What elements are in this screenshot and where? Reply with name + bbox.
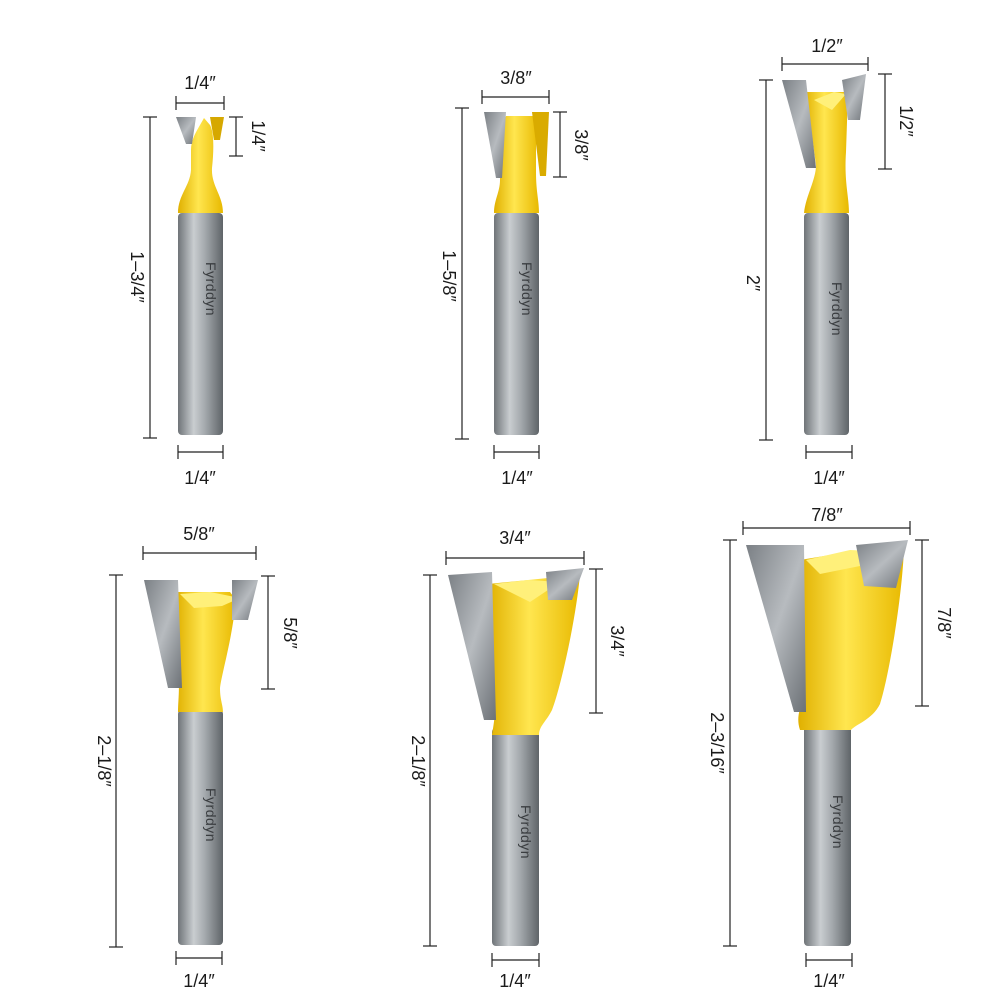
bit-5-shank: Fyrddyn [492,728,539,946]
bit-5-length-dim: 2–1/8″ [408,574,437,947]
bit-2-cutter [484,112,549,213]
bit-1-shank-dim: 1/4″ [177,445,224,488]
bit-1-length-label: 1–3/4″ [127,251,147,303]
bit-3-brand: Fyrddyn [829,282,845,336]
bit-1-width-dim: 1/4″ [175,73,225,110]
bit-3-height-label: 1/2″ [896,105,916,137]
bit-1-width-label: 1/4″ [184,73,216,93]
bit-6: Fyrddyn 7/8″ 7/8″ 2–3/16″ [707,505,954,991]
bit-3-width-dim: 1/2″ [781,36,869,71]
bit-2-height-label: 3/8″ [571,129,591,161]
bit-3-height-dim: 1/2″ [878,73,916,170]
bit-6-length-label: 2–3/16″ [707,712,727,774]
bit-4-shank-label: 1/4″ [183,971,215,991]
bit-1-shank-label: 1/4″ [184,468,216,488]
bit-1: Fyrddyn 1/4″ 1/4″ 1–3/4″ [127,73,268,488]
bit-6-shank-dim: 1/4″ [805,953,853,991]
bit-6-length-dim: 2–3/16″ [707,539,737,947]
bit-5-length-label: 2–1/8″ [408,735,428,787]
bit-2-shank: Fyrddyn [494,213,539,435]
bit-4-width-dim: 5/8″ [142,524,257,560]
bit-5-shank-dim: 1/4″ [491,953,540,991]
bit-6-height-label: 7/8″ [934,607,954,639]
bit-2-brand: Fyrddyn [519,262,535,316]
bit-1-length-dim: 1–3/4″ [127,116,157,439]
bit-4-shank-dim: 1/4″ [175,951,223,991]
bit-4-length-dim: 2–1/8″ [94,574,123,948]
bit-5-width-dim: 3/4″ [445,528,585,565]
bit-3-length-dim: 2″ [743,79,773,441]
bit-4-cutter [144,580,258,712]
bit-1-height-dim: 1/4″ [229,116,268,157]
bit-6-shank-label: 1/4″ [813,971,845,991]
bit-5-brand: Fyrddyn [518,805,534,859]
bit-1-height-label: 1/4″ [248,120,268,152]
bit-5-shank-label: 1/4″ [499,971,531,991]
bit-6-brand: Fyrddyn [830,795,846,849]
bit-2: Fyrddyn 3/8″ 3/8″ 1–5/8″ [439,68,591,488]
bit-2-length-dim: 1–5/8″ [439,107,469,440]
bit-3-width-label: 1/2″ [811,36,843,56]
bit-4-height-label: 5/8″ [280,617,300,649]
bit-3-shank-label: 1/4″ [813,468,845,488]
bit-2-width-dim: 3/8″ [481,68,550,104]
bit-4-width-label: 5/8″ [183,524,215,544]
bit-2-height-dim: 3/8″ [553,111,591,178]
bit-4-brand: Fyrddyn [203,788,219,842]
bit-5-height-dim: 3/4″ [589,568,627,714]
bit-3-shank-dim: 1/4″ [805,445,853,488]
bit-3-length-label: 2″ [743,275,763,292]
bit-1-shank: Fyrddyn [178,213,223,435]
bit-5-height-label: 3/4″ [607,625,627,657]
bit-6-width-label: 7/8″ [811,505,843,525]
bit-5: Fyrddyn 3/4″ 3/4″ 2–1/8″ [408,528,627,991]
bit-5-width-label: 3/4″ [499,528,531,548]
bit-4: Fyrddyn 5/8″ 5/8″ 2–1/8″ [94,524,300,991]
bit-6-cutter [746,540,908,730]
bit-6-shank: Fyrddyn [804,722,851,946]
bit-3-shank: Fyrddyn [804,213,849,435]
bit-6-height-dim: 7/8″ [915,539,954,707]
bit-4-height-dim: 5/8″ [261,575,300,690]
bit-4-length-label: 2–1/8″ [94,735,114,787]
bit-2-shank-dim: 1/4″ [493,445,540,488]
bit-3: Fyrddyn 1/2″ 1/2″ 2″ [743,36,916,488]
bit-6-width-dim: 7/8″ [742,505,911,535]
bit-4-shank: Fyrddyn [178,710,223,945]
bit-2-length-label: 1–5/8″ [439,250,459,302]
bit-3-cutter [782,74,866,213]
bit-2-shank-label: 1/4″ [501,468,533,488]
bit-1-brand: Fyrddyn [203,262,219,316]
bit-2-width-label: 3/8″ [500,68,532,88]
bit-1-cutter [176,117,224,213]
bit-5-cutter [448,568,584,735]
